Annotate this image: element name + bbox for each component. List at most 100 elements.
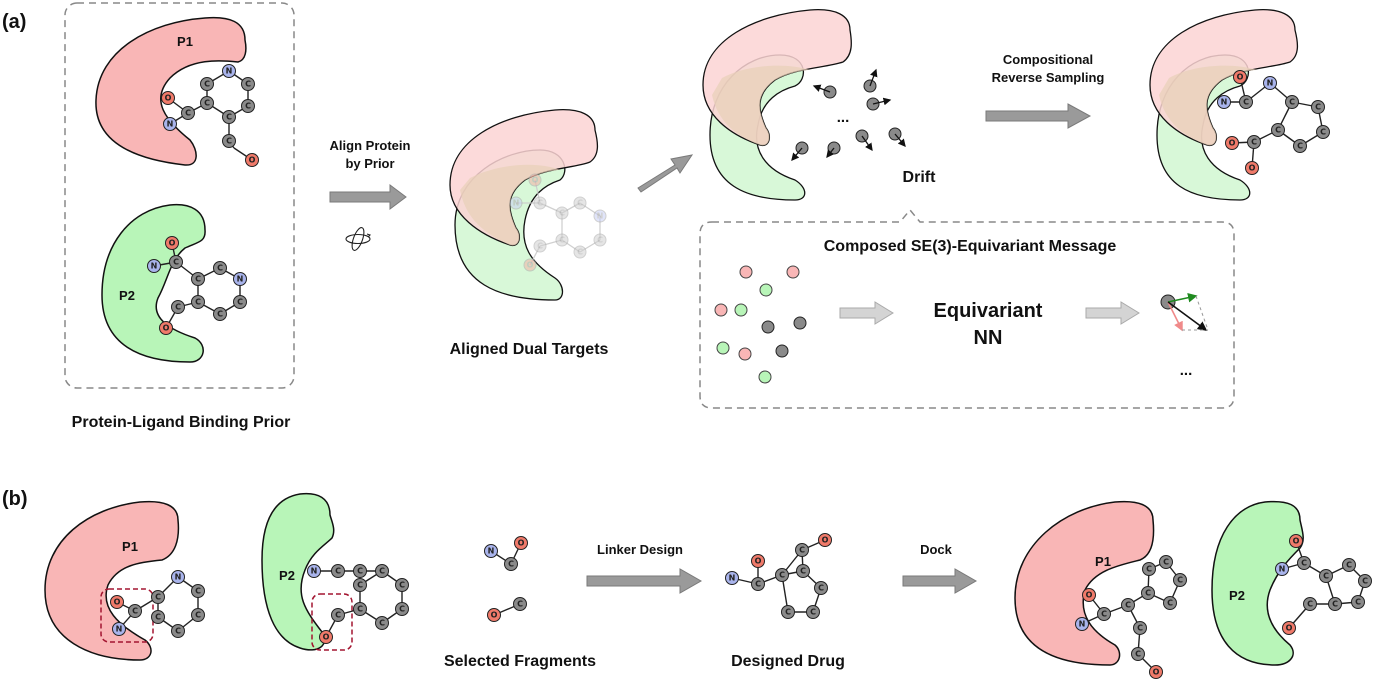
- atom-c-label: C: [335, 567, 341, 576]
- atom-c-label: C: [399, 581, 405, 590]
- atom-c: [533, 239, 547, 253]
- atom-o: [487, 608, 501, 622]
- atom-c: [181, 106, 195, 120]
- b-protein-p1-label: P1: [122, 539, 138, 554]
- atom-c-label: C: [1323, 572, 1329, 581]
- protein-p2-label: P2: [119, 288, 135, 303]
- atom-c: [191, 272, 205, 286]
- atom-o-label: O: [169, 239, 176, 248]
- atom-c: [213, 261, 227, 275]
- atom-n-label: N: [226, 67, 233, 76]
- atom-c: [1328, 597, 1342, 611]
- atom-c-label: C: [559, 236, 565, 245]
- atom-c-label: C: [1101, 610, 1107, 619]
- atom-c-label: C: [195, 611, 201, 620]
- atom-o-label: O: [114, 598, 121, 607]
- atom-o-label: O: [1286, 624, 1293, 633]
- drift-vector: [869, 68, 878, 87]
- atom-c-label: C: [379, 619, 385, 628]
- atom-c-label: C: [217, 310, 223, 319]
- ligand-result-a: [1224, 76, 1324, 169]
- atom-c: [353, 578, 367, 592]
- atom-n-label: N: [597, 212, 604, 221]
- compositional-arrow: [985, 103, 1092, 129]
- linker-design-arrow: [586, 568, 703, 594]
- atom-o-label: O: [527, 261, 534, 270]
- atom-o-label: O: [1153, 668, 1160, 677]
- atom-n: [307, 564, 321, 578]
- align-protein-label-1: Align Protein: [330, 138, 411, 153]
- vector-guide: [1195, 295, 1209, 331]
- atom-n: [484, 544, 498, 558]
- atom-c: [169, 255, 183, 269]
- atom-c: [1303, 597, 1317, 611]
- atom-c: [1133, 621, 1147, 635]
- atom-c-label: C: [1243, 98, 1249, 107]
- atom-c-label: C: [779, 571, 785, 580]
- atom-c-label: C: [1251, 138, 1257, 147]
- atom-c: [593, 233, 607, 247]
- atom-c-label: C: [217, 264, 223, 273]
- linker-design-label: Linker Design: [597, 542, 683, 557]
- atom-c-label: C: [1315, 103, 1321, 112]
- docked-p2-label: P2: [1229, 588, 1245, 603]
- atom-c: [171, 624, 185, 638]
- atom-c: [222, 134, 236, 148]
- atom-n-label: N: [175, 573, 182, 582]
- docked-p1-label: P1: [1095, 554, 1111, 569]
- atom-c-label: C: [226, 113, 232, 122]
- atom-o: [514, 536, 528, 550]
- atom-c: [1141, 586, 1155, 600]
- atom-c-label: C: [132, 607, 138, 616]
- atom-n-label: N: [311, 567, 318, 576]
- message-ellipsis: ...: [1180, 362, 1193, 379]
- atom-c-label: C: [537, 242, 543, 251]
- result-overlap: [1159, 65, 1257, 146]
- atom-c-label: C: [195, 275, 201, 284]
- ligand-prior-p1-atoms: N O C C C N C C C C O: [161, 64, 259, 167]
- atom-c-label: C: [185, 109, 191, 118]
- atom-o: [161, 91, 175, 105]
- b-protein-p2-shape: [261, 492, 335, 651]
- atom-c-label: C: [597, 236, 603, 245]
- atom-c-label: C: [357, 567, 363, 576]
- atom-o-label: O: [249, 156, 256, 165]
- atom-n-label: N: [237, 275, 244, 284]
- atom-c: [796, 564, 810, 578]
- atom-c: [331, 608, 345, 622]
- atom-c: [151, 610, 165, 624]
- atom-o-label: O: [1229, 139, 1236, 148]
- message-point-cloud: [714, 265, 807, 384]
- docked-ligand-p2-atoms: N C O C C C C C C O: [1275, 534, 1372, 635]
- atom-c: [1121, 598, 1135, 612]
- cloud-atom-p1: [739, 265, 753, 279]
- atom-n-label: N: [1267, 79, 1274, 88]
- aligned-overlap: [460, 164, 560, 246]
- atom-c: [775, 568, 789, 582]
- atom-c-label: C: [1301, 559, 1307, 568]
- atom-o: [1289, 534, 1303, 548]
- binding-prior-caption: Protein-Ligand Binding Prior: [72, 414, 291, 431]
- atom-c-label: C: [785, 608, 791, 617]
- atom-c-label: C: [1289, 98, 1295, 107]
- atom-o: [165, 236, 179, 250]
- drift-atoms: [791, 68, 906, 161]
- atom-c-label: C: [537, 199, 543, 208]
- atom-c: [331, 564, 345, 578]
- atom-o-label: O: [532, 176, 539, 185]
- atom-o: [1282, 621, 1296, 635]
- align-protein-label-2: by Prior: [345, 156, 394, 171]
- designed-drug-atoms: N C O C C O C C C C: [725, 533, 832, 619]
- atom-c: [1342, 558, 1356, 572]
- cloud-atom-p2: [734, 303, 748, 317]
- atom-c: [151, 590, 165, 604]
- atom-c: [128, 604, 142, 618]
- atom-o: [1233, 70, 1247, 84]
- protein-p1-shape: [95, 16, 247, 166]
- b-protein-p2-label: P2: [279, 568, 295, 583]
- selected-fragments-caption: Selected Fragments: [444, 653, 596, 670]
- atom-c-label: C: [800, 567, 806, 576]
- atom-c-label: C: [1135, 650, 1141, 659]
- atom-c: [1159, 555, 1173, 569]
- atom-c: [241, 77, 255, 91]
